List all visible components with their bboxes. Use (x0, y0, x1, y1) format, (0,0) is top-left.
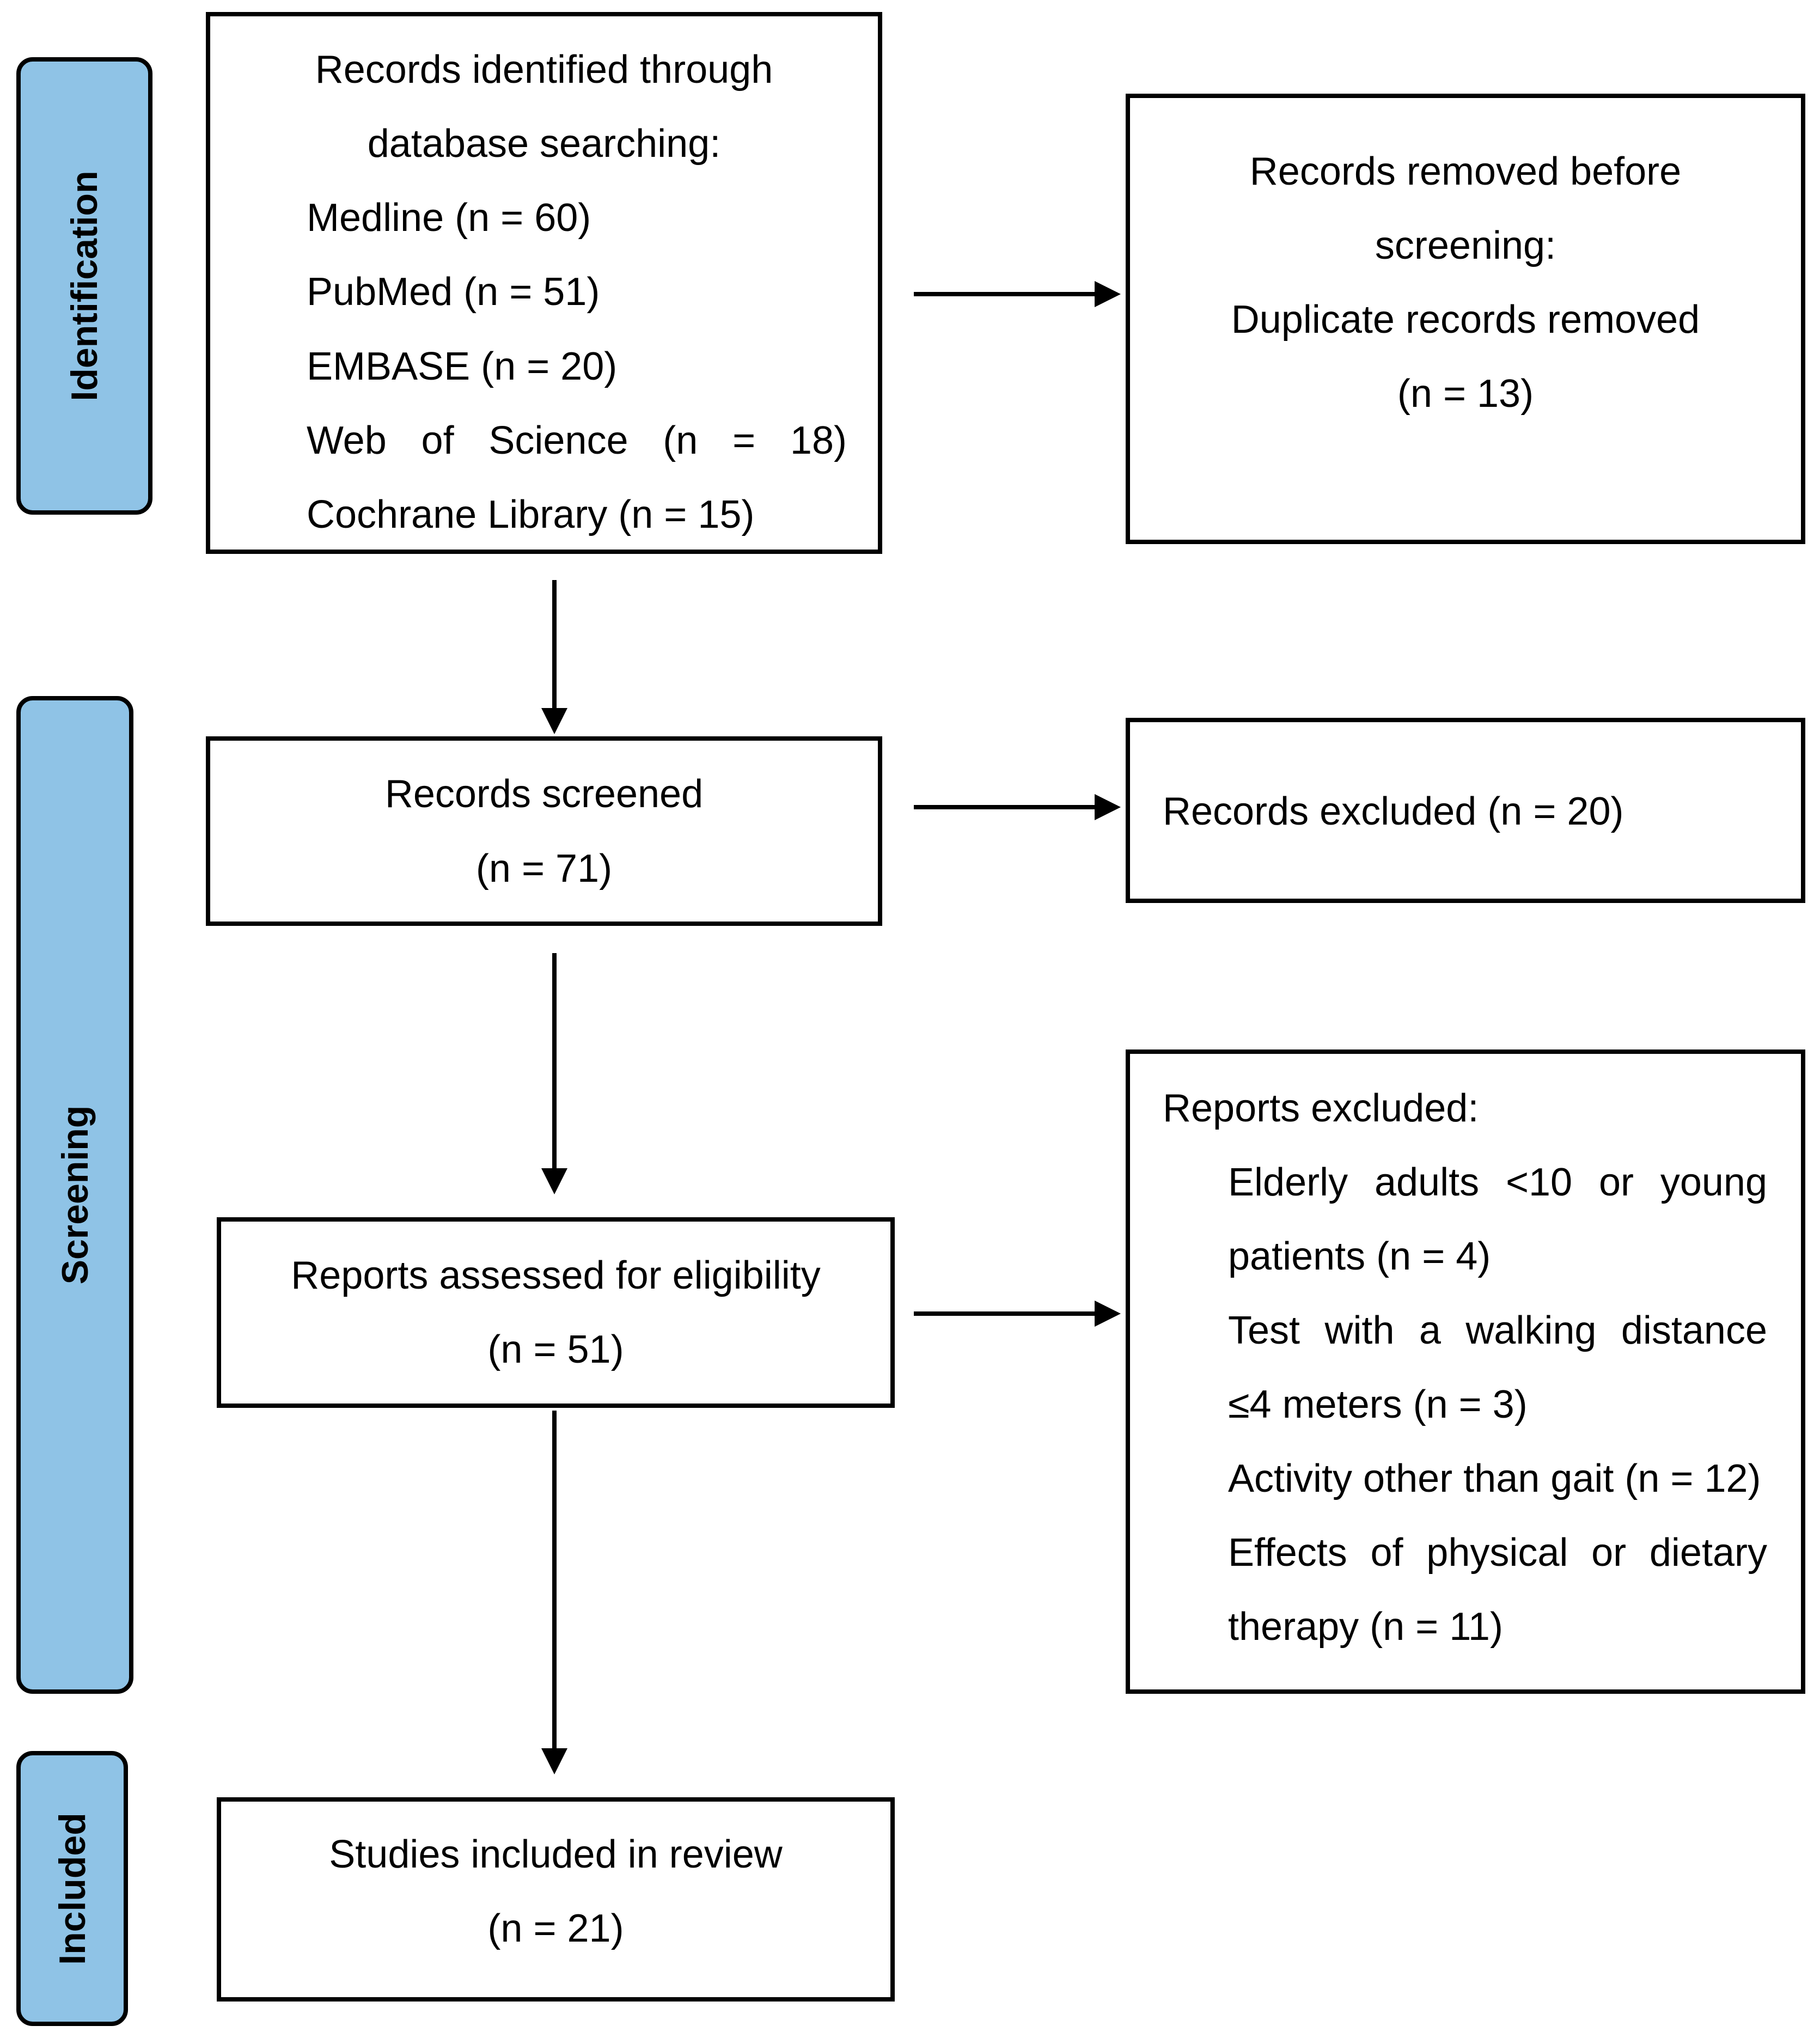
identified-title-line1: Records identified through (315, 48, 773, 91)
phase-screening: Screening (16, 696, 133, 1694)
identified-title-line2: database searching: (367, 122, 721, 166)
excluded-reason-2-line1: Test with a walking distance (1228, 1309, 1767, 1352)
excluded-reports-title: Reports excluded: (1163, 1087, 1479, 1130)
excluded-reason-1-line2: patients (n = 4) (1228, 1235, 1491, 1278)
removed-line4: (n = 13) (1397, 372, 1534, 416)
included-line2: (n = 21) (487, 1907, 624, 1950)
removed-line3: Duplicate records removed (1231, 298, 1700, 341)
identified-source-web-of-science: Web of Science (n = 18) (307, 419, 847, 462)
excluded-reason-3-line1: Activity other than gait (n = 12) (1228, 1457, 1761, 1500)
assessed-line1: Reports assessed for eligibility (291, 1254, 821, 1297)
excluded-reason-2-line2: ≤4 meters (n = 3) (1228, 1383, 1528, 1426)
assessed-line2: (n = 51) (487, 1328, 624, 1371)
excluded-reports-box (1126, 1049, 1805, 1694)
phase-included: Included (16, 1751, 128, 2026)
excluded-reason-1-line1: Elderly adults <10 or young (1228, 1161, 1767, 1204)
excluded-reason-4-line2: therapy (n = 11) (1228, 1605, 1503, 1649)
phase-identification: Identification (16, 57, 152, 515)
removed-box (1126, 94, 1805, 544)
excluded-records-box (1126, 718, 1805, 903)
identified-source-pubmed: PubMed (n = 51) (307, 270, 600, 314)
included-box (217, 1797, 895, 2002)
removed-line2: screening: (1375, 224, 1556, 267)
identified-source-cochrane: Cochrane Library (n = 15) (307, 493, 755, 536)
assessed-box (217, 1217, 895, 1408)
included-line1: Studies included in review (329, 1833, 783, 1876)
removed-line1: Records removed before (1249, 150, 1682, 193)
identified-source-medline: Medline (n = 60) (307, 196, 591, 240)
screened-line1: Records screened (384, 772, 704, 816)
identified-box (206, 12, 882, 554)
screened-box (206, 736, 882, 926)
excluded-records-line1: Records excluded (n = 20) (1163, 790, 1624, 833)
excluded-reason-4-line1: Effects of physical or dietary (1228, 1531, 1767, 1575)
identified-source-embase: EMBASE (n = 20) (307, 345, 618, 388)
screened-line2: (n = 71) (475, 847, 613, 890)
